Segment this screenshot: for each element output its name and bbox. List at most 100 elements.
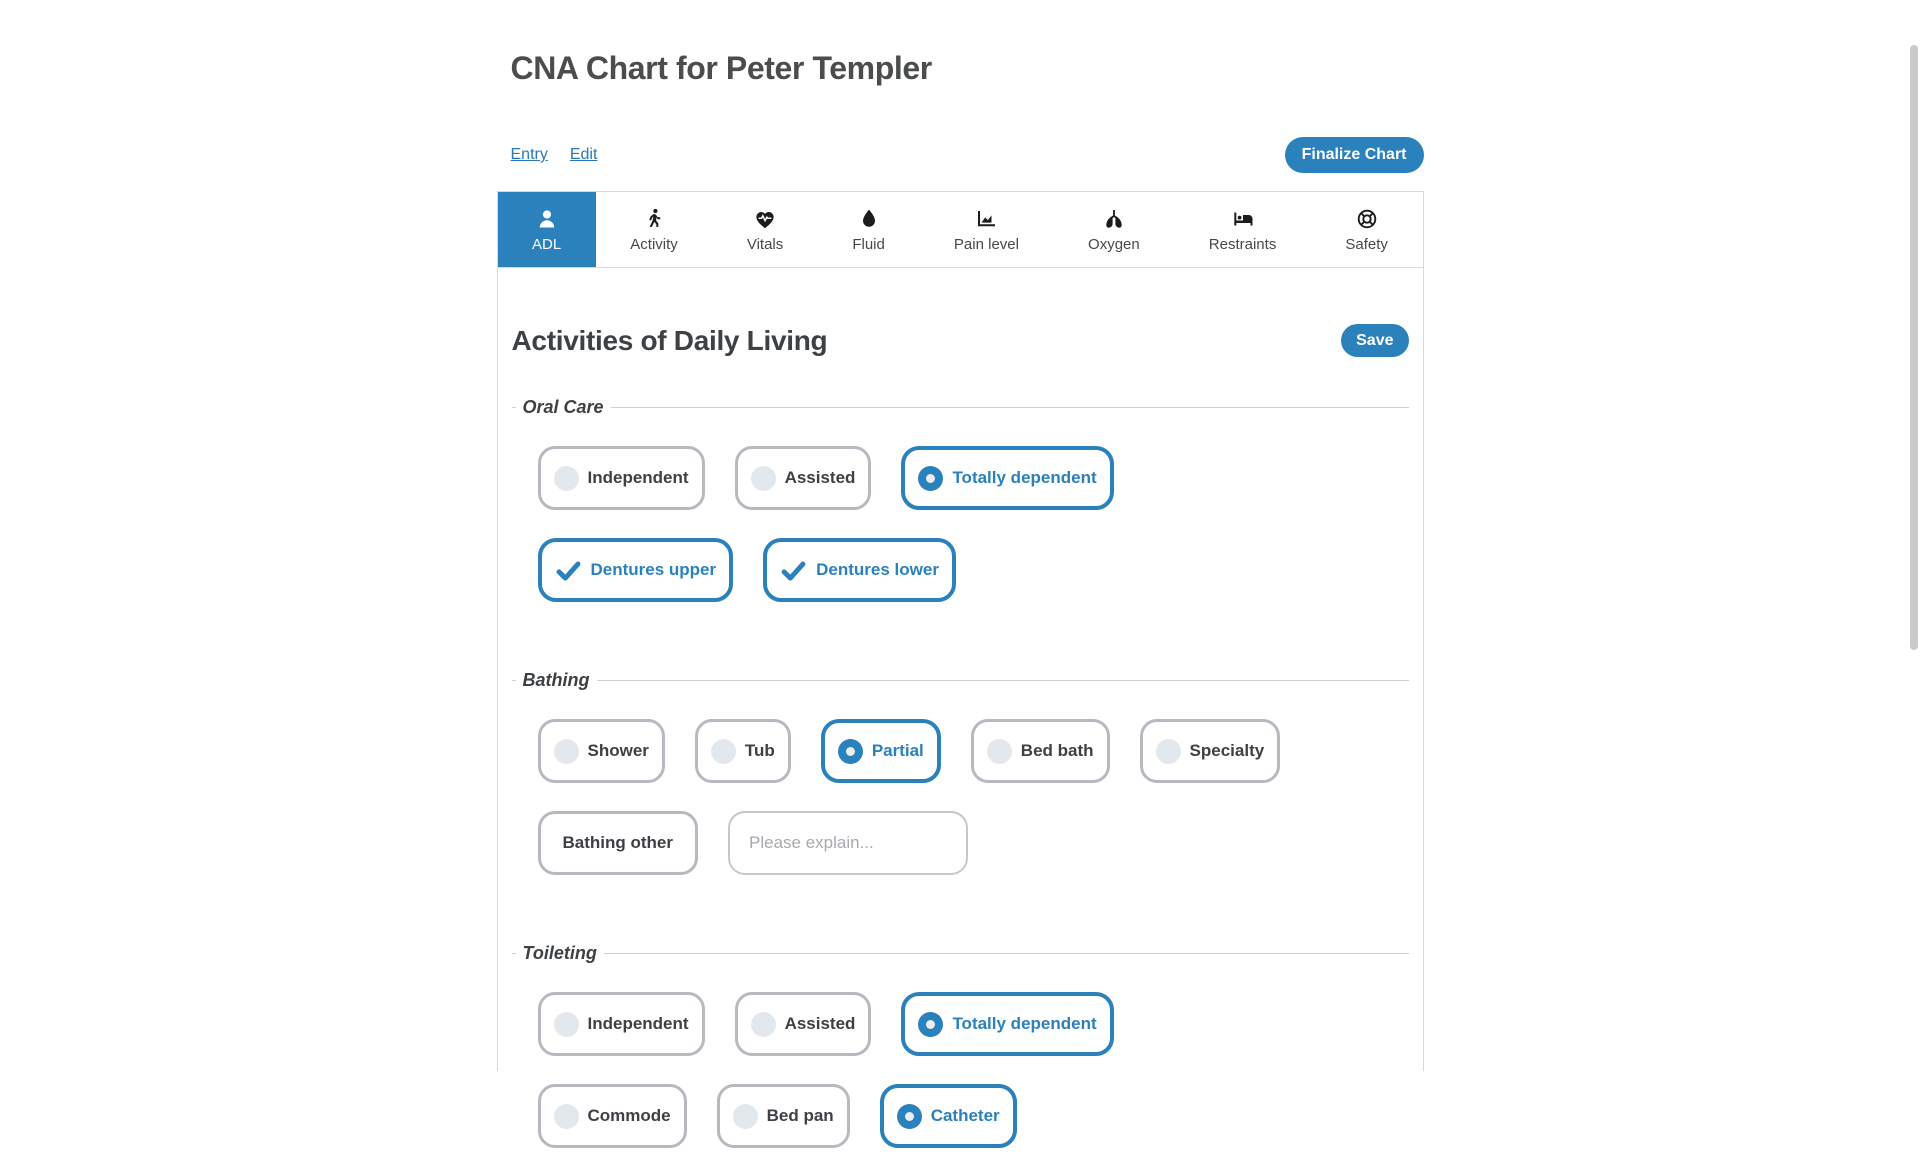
person-icon	[535, 207, 559, 231]
bed-pan-radio[interactable]: Bed pan	[716, 1084, 850, 1148]
section-legend: Oral Care	[522, 397, 604, 417]
option-label: Totally dependent	[952, 468, 1097, 487]
option-label: Independent	[587, 1014, 689, 1033]
tab-label: Oxygen	[1088, 235, 1140, 253]
independent-radio[interactable]: Independent	[537, 992, 705, 1056]
tab-label: Pain level	[953, 235, 1019, 253]
catheter-radio[interactable]: Catheter	[879, 1084, 1017, 1148]
option-label: Dentures upper	[590, 560, 717, 579]
adl-panel: Activities of Daily Living Save Oral Car…	[498, 268, 1423, 1176]
check-icon	[780, 557, 807, 584]
tub-radio[interactable]: Tub	[694, 719, 791, 783]
section-legend: Bathing	[522, 670, 590, 690]
dentures-upper-checkbox[interactable]: Dentures upper	[537, 538, 734, 602]
scrollbar-thumb[interactable]	[1910, 45, 1918, 650]
assisted-radio[interactable]: Assisted	[734, 992, 872, 1056]
check-icon	[555, 557, 582, 584]
lungs-icon	[1102, 207, 1126, 231]
radio-circle-icon	[750, 465, 776, 491]
tab-vitals[interactable]: Vitals	[712, 192, 817, 267]
option-label: Assisted	[784, 1014, 856, 1033]
radio-selected-icon	[918, 465, 944, 491]
option-label: Dentures lower	[816, 560, 939, 579]
option-label: Commode	[587, 1106, 671, 1125]
assisted-radio[interactable]: Assisted	[734, 446, 872, 510]
option-label: Bed pan	[766, 1106, 834, 1125]
droplet-icon	[857, 207, 881, 231]
view-links: Entry Edit	[511, 146, 598, 164]
tab-fluid[interactable]: Fluid	[818, 192, 920, 267]
walking-icon	[642, 207, 666, 231]
option-row: Commode Bed pan Catheter	[537, 1084, 1409, 1148]
option-row: Independent Assisted Totally dependent	[537, 992, 1409, 1056]
radio-circle-icon	[553, 1011, 579, 1037]
partial-radio[interactable]: Partial	[820, 719, 941, 783]
chart-card: ADL Activity Vitals Fluid Pain level Oxygen Re…	[496, 191, 1424, 1148]
option-label: Tub	[744, 741, 775, 760]
shower-radio[interactable]: Shower	[537, 719, 665, 783]
tab-bar: ADL Activity Vitals Fluid Pain level Oxygen Re…	[497, 192, 1423, 268]
option-label: Bed bath	[1020, 741, 1094, 760]
panel-heading: Activities of Daily Living	[511, 324, 828, 356]
radio-selected-icon	[837, 738, 863, 764]
radio-circle-icon	[732, 1103, 758, 1129]
radio-circle-icon	[553, 465, 579, 491]
specialty-radio[interactable]: Specialty	[1139, 719, 1281, 783]
totally-dependent-radio[interactable]: Totally dependent	[901, 446, 1114, 510]
page-container: CNA Chart for Peter Templer Entry Edit F…	[496, 0, 1424, 1148]
independent-radio[interactable]: Independent	[537, 446, 705, 510]
section-legend: Toileting	[522, 943, 597, 963]
dentures-lower-checkbox[interactable]: Dentures lower	[763, 538, 956, 602]
entry-link[interactable]: Entry	[510, 146, 548, 163]
tab-restraints[interactable]: Restraints	[1174, 192, 1311, 267]
radio-circle-icon	[553, 738, 579, 764]
explain-input[interactable]	[728, 811, 968, 875]
option-row: Independent Assisted Totally dependent	[537, 446, 1409, 510]
tab-label: Fluid	[852, 235, 885, 253]
option-label: Specialty	[1189, 741, 1265, 760]
tab-label: ADL	[532, 235, 562, 253]
heart-pulse-icon	[753, 207, 777, 231]
panel-header: Activities of Daily Living Save	[512, 268, 1409, 357]
option-row: Shower Tub Partial Bed bath Specialty	[537, 719, 1409, 783]
radio-circle-icon	[750, 1011, 776, 1037]
totally-dependent-radio[interactable]: Totally dependent	[901, 992, 1114, 1056]
option-label: Partial	[871, 741, 924, 760]
commode-radio[interactable]: Commode	[537, 1084, 687, 1148]
bed-bath-radio[interactable]: Bed bath	[970, 719, 1110, 783]
page-title: CNA Chart for Peter Templer	[510, 50, 933, 86]
finalize-chart-button[interactable]: Finalize Chart	[1284, 137, 1424, 173]
option-label: Catheter	[930, 1106, 1000, 1125]
option-row: Bathing other	[537, 811, 1409, 875]
chart-area-icon	[974, 207, 998, 231]
tab-pain-level[interactable]: Pain level	[919, 192, 1053, 267]
tab-safety[interactable]: Safety	[1311, 192, 1423, 267]
bed-icon	[1231, 207, 1255, 231]
option-label: Shower	[587, 741, 649, 760]
radio-circle-icon	[1155, 738, 1181, 764]
option-label: Assisted	[784, 468, 856, 487]
edit-link[interactable]: Edit	[569, 146, 598, 163]
radio-circle-icon	[710, 738, 736, 764]
toolbar: Entry Edit Finalize Chart	[497, 137, 1424, 173]
tab-label: Safety	[1345, 235, 1388, 253]
life-ring-icon	[1355, 207, 1379, 231]
tab-label: Activity	[630, 235, 678, 253]
radio-circle-icon	[553, 1103, 579, 1129]
radio-selected-icon	[896, 1103, 922, 1129]
option-label: Independent	[587, 468, 689, 487]
option-row: Dentures upper Dentures lower	[537, 538, 1409, 602]
tab-adl[interactable]: ADL	[497, 192, 596, 267]
tab-label: Vitals	[746, 235, 784, 253]
tab-oxygen[interactable]: Oxygen	[1054, 192, 1175, 267]
tab-label: Restraints	[1208, 235, 1277, 253]
radio-circle-icon	[986, 738, 1012, 764]
save-button[interactable]: Save	[1341, 324, 1409, 357]
bathing-other-checkbox[interactable]: Bathing other	[537, 811, 698, 875]
option-label: Totally dependent	[952, 1014, 1097, 1033]
tab-activity[interactable]: Activity	[596, 192, 713, 267]
